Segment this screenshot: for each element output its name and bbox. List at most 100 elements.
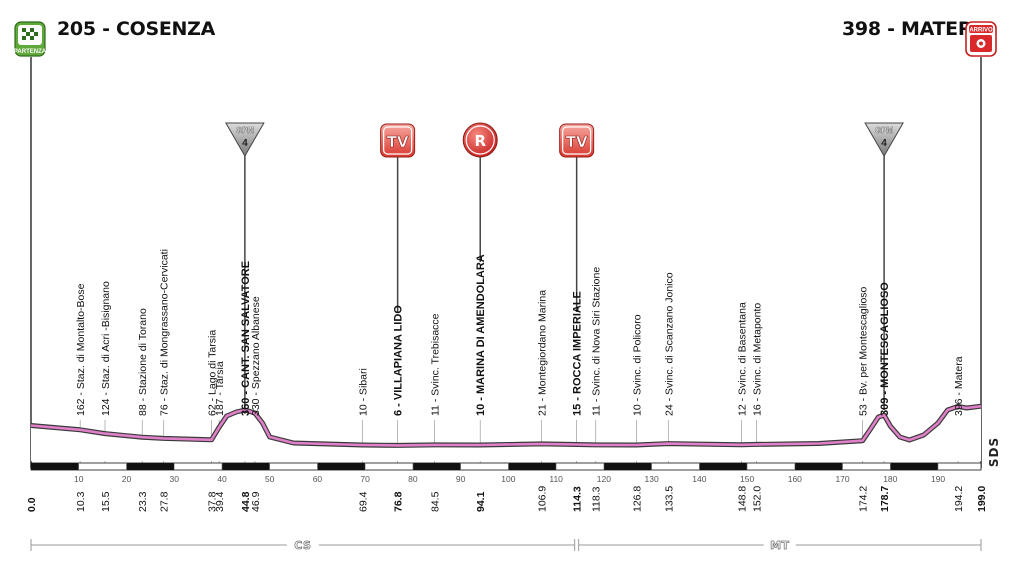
refreshment-icon	[462, 122, 498, 158]
waypoint-label: 309 - MONTESCAGLIOSO	[879, 282, 891, 416]
tv-marker: TV	[380, 123, 416, 158]
tv-text: TV	[387, 133, 409, 151]
province-bracket: MT	[578, 538, 982, 552]
gpm-category: 4	[242, 138, 248, 149]
waypoint-km: 76.8	[393, 491, 405, 512]
km-axis-segment	[221, 463, 270, 470]
km-axis-tick-label: 90	[456, 474, 466, 484]
gpm-text: GPM	[875, 126, 894, 135]
partenza-badge-text: PARTENZA	[14, 49, 47, 55]
province-label: CS	[294, 539, 311, 552]
km-axis-tick-label: 20	[122, 474, 132, 484]
gpm-text: GPM	[236, 126, 255, 135]
km-axis-tick-label: 150	[740, 474, 754, 484]
waypoint-label: 330 - Spezzano Albanese	[250, 296, 262, 416]
km-axis-segment	[31, 463, 79, 470]
gpm-category: 4	[881, 138, 887, 149]
waypoint-km: 69.4	[357, 491, 369, 512]
finish-km: 199.0	[976, 486, 988, 512]
waypoint-km: 194.2	[953, 486, 965, 512]
km-axis-tick-label: 170	[835, 474, 849, 484]
km-axis-tick-label: 160	[788, 474, 802, 484]
km-axis-tick-label: 60	[313, 474, 323, 484]
sds-logo: SDS	[987, 437, 1001, 467]
waypoint-km: 15.5	[100, 491, 112, 512]
gpm-marker: GPM 4	[864, 122, 904, 158]
km-axis-segment	[126, 463, 175, 470]
start-altitude-label: 205 - COSENZA	[57, 18, 216, 40]
gpm-marker: GPM 4	[225, 122, 265, 158]
waypoint-label: 15 - ROCCA IMPERIALE	[572, 291, 584, 416]
gpm-triangle-icon	[864, 122, 904, 158]
waypoint-km: 44.8	[240, 491, 252, 512]
waypoint-label: 11 - Svinc. di Nova Siri Stazione	[591, 267, 603, 416]
km-axis-tick-label: 70	[360, 474, 370, 484]
waypoint-label: 11 - Svinc. Trebisacce	[429, 313, 441, 416]
km-axis-segment	[890, 463, 939, 470]
km-axis-tick-label: 130	[645, 474, 659, 484]
waypoint-label: 16 - Svinc. di Metaponto	[752, 303, 764, 416]
waypoint-km: 46.9	[250, 491, 262, 512]
waypoint-label: 360 - CANT. SAN SALVATORE	[240, 261, 252, 416]
km-axis-segment	[508, 463, 557, 470]
waypoint-km: 23.3	[137, 491, 149, 512]
waypoint-km: 84.5	[429, 491, 441, 512]
waypoint-km: 148.8	[736, 486, 748, 512]
waypoint-label: 187 - Tarsia	[214, 361, 226, 416]
waypoint-label: 76 - Staz. di Mongrassano-Cervicati	[159, 249, 171, 416]
waypoint-label: 24 - Svinc. di Scanzano Jonico	[663, 272, 675, 416]
waypoint-label: 21 - Montegiordano Marina	[536, 290, 548, 416]
waypoint-km: 27.8	[159, 491, 171, 512]
finish-altitude-label: 398 - MATERA	[842, 18, 987, 40]
partenza-badge: PARTENZA	[14, 21, 47, 57]
tv-icon	[559, 123, 595, 158]
arrivo-badge-text: ARRIVO	[969, 28, 993, 34]
profile-area	[31, 406, 981, 461]
province-label: MT	[770, 539, 789, 552]
waypoint-km: 133.5	[663, 486, 675, 512]
profile-line	[30, 404, 982, 447]
km-axis-tick-label: 50	[265, 474, 275, 484]
waypoint-km: 37.8	[207, 491, 219, 512]
refreshment-text: R	[474, 132, 486, 150]
km-axis-tick-label: 190	[931, 474, 945, 484]
km-axis-tick-label: 140	[692, 474, 706, 484]
km-axis-segment	[317, 463, 366, 470]
waypoint-km: 106.9	[536, 486, 548, 512]
waypoint-km: 39.4	[214, 491, 226, 512]
waypoint-km: 94.1	[475, 491, 487, 512]
arrivo-badge: ARRIVO	[965, 21, 997, 57]
waypoint-label: 396 - Matera	[953, 356, 965, 416]
km-axis-tick-label: 110	[549, 474, 563, 484]
waypoint-label: 10 - Svinc. di Policoro	[631, 314, 643, 416]
waypoint-label: 62 - Lago di Tarsia	[207, 330, 219, 416]
km-axis-segment	[603, 463, 652, 470]
km-axis-tick-label: 40	[217, 474, 227, 484]
km-axis-segment	[794, 463, 843, 470]
km-axis-tick-label: 120	[597, 474, 611, 484]
waypoint-label: 162 - Staz. di Montalto-Bose	[75, 283, 87, 416]
sds-logo-text: SDS	[987, 437, 1001, 467]
waypoint-label: 10 - Sibari	[357, 368, 369, 416]
km-axis-tick-label: 100	[501, 474, 515, 484]
refreshment-marker: R	[462, 122, 498, 158]
km-axis-tick-label: 80	[408, 474, 418, 484]
start-km: 0.0	[26, 497, 38, 512]
waypoint-km: 174.2	[858, 486, 870, 512]
km-axis-tick-label: 10	[74, 474, 84, 484]
waypoint-label: 124 - Staz. di Acri -Bisignano	[100, 281, 112, 416]
km-axis-segment	[699, 463, 748, 470]
tv-text: TV	[566, 133, 588, 151]
waypoint-label: 53 - Bv. per Montescaglioso	[858, 286, 870, 416]
waypoint-label: 10 - MARINA DI AMENDOLARA	[475, 254, 487, 416]
waypoint-label: 88 - Stazione di Torano	[137, 308, 149, 416]
km-axis-tick-label: 30	[169, 474, 179, 484]
gpm-triangle-icon	[225, 122, 265, 158]
checkered-flag-icon	[22, 28, 38, 40]
waypoint-km: 10.3	[75, 491, 87, 512]
tv-marker: TV	[559, 123, 595, 158]
km-axis-tick-label: 180	[883, 474, 897, 484]
waypoint-km: 152.0	[752, 486, 764, 512]
tv-icon	[380, 123, 416, 158]
waypoint-km: 114.3	[572, 486, 584, 512]
